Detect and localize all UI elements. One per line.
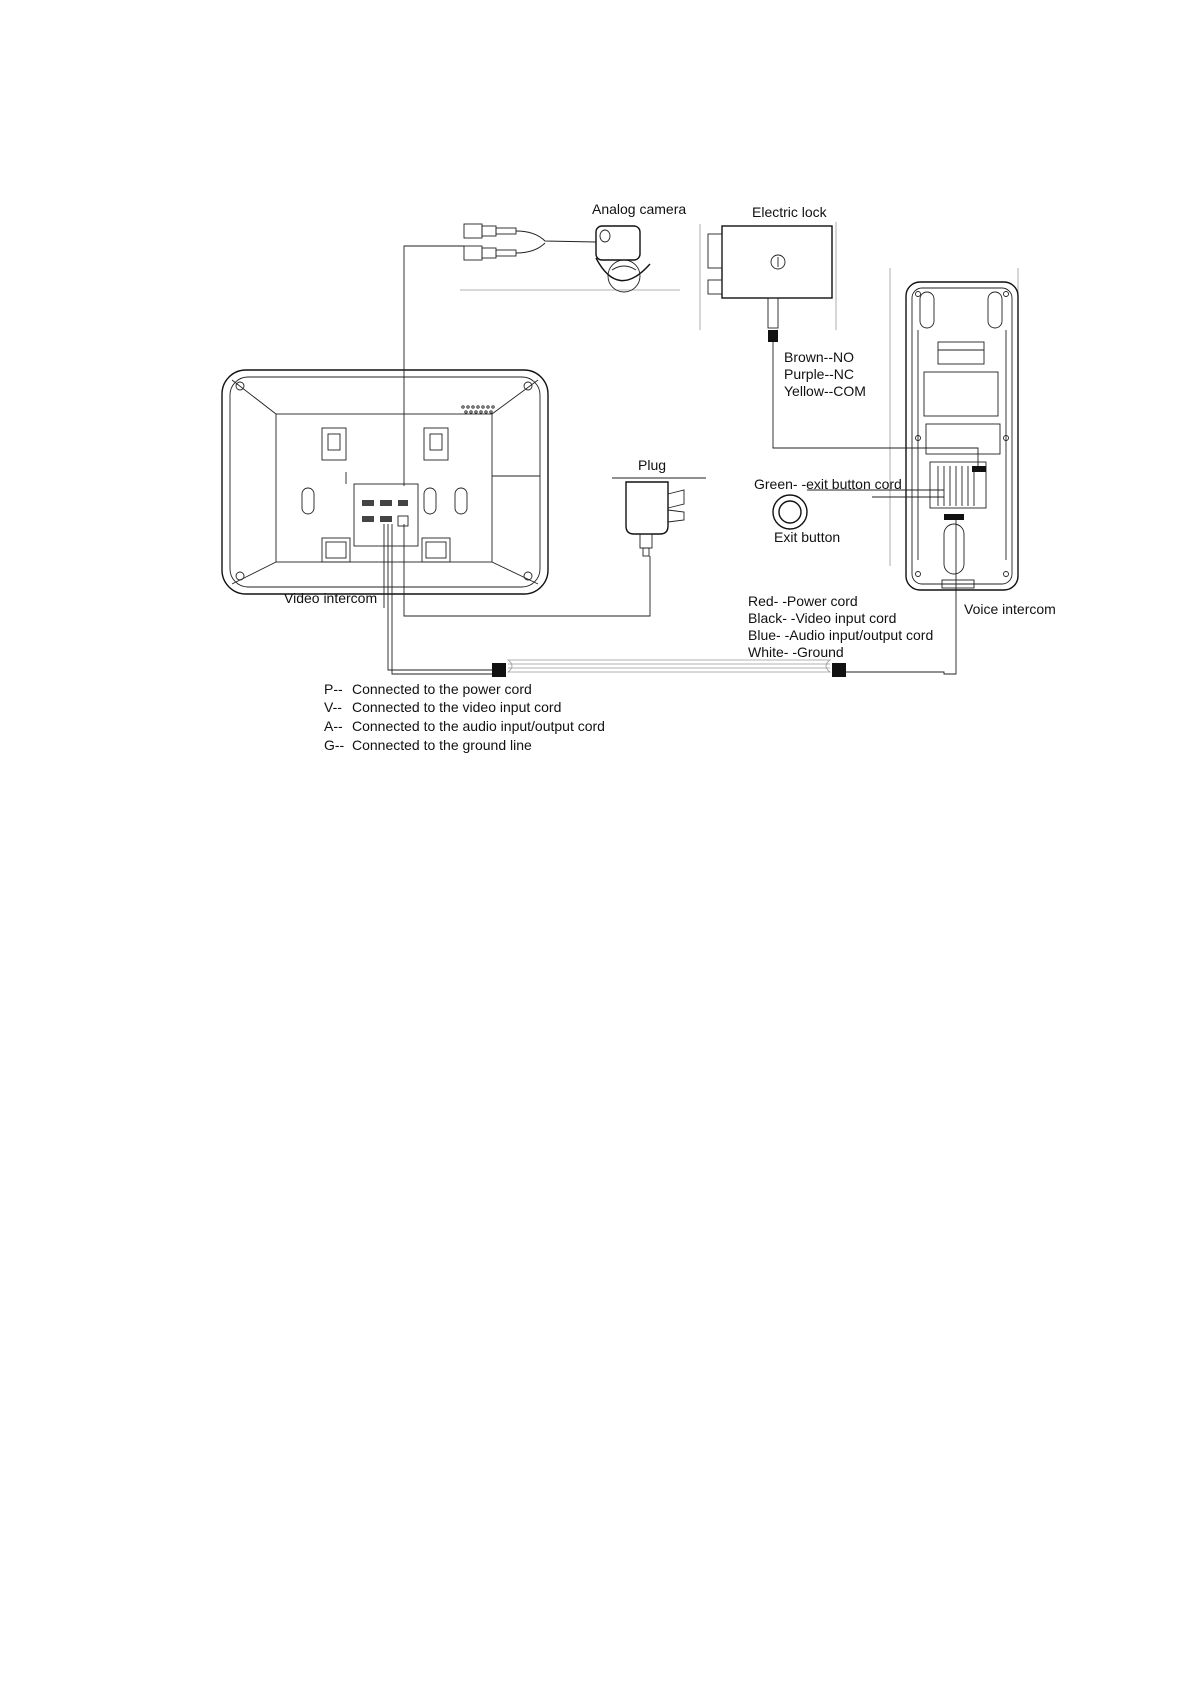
lock-wire-brown: Brown--NO <box>784 349 854 365</box>
voice-intercom-label: Voice intercom <box>964 601 1056 617</box>
lock-wire-purple: Purple--NC <box>784 366 854 382</box>
video-intercom-label: Video intercom <box>284 590 377 606</box>
legend-key-a: A-- <box>324 718 343 734</box>
exit-button <box>772 494 808 530</box>
legend-text-a: Connected to the audio input/output cord <box>352 718 605 734</box>
legend-text-p: Connected to the power cord <box>352 681 532 697</box>
analog-camera <box>460 223 680 293</box>
legend-key-p: P-- <box>324 681 343 697</box>
exit-button-label: Exit button <box>774 529 840 545</box>
power-plug <box>612 477 706 557</box>
legend-text-g: Connected to the ground line <box>352 737 532 753</box>
legend-text-v: Connected to the video input cord <box>352 699 561 715</box>
wiring <box>383 245 979 677</box>
intercom-wire-blue: Blue- -Audio input/output cord <box>748 627 933 643</box>
intercom-wire-black: Black- -Video input cord <box>748 610 896 626</box>
video-intercom-monitor <box>221 369 549 595</box>
intercom-wire-white: White- -Ground <box>748 644 844 660</box>
electric-lock-label: Electric lock <box>752 204 828 220</box>
voice-intercom-outdoor-unit <box>889 268 1019 591</box>
legend-key-g: G-- <box>324 737 345 753</box>
exit-button-cord-label: Green- -exit button cord <box>754 476 902 492</box>
lock-wire-yellow: Yellow--COM <box>784 383 866 399</box>
terminal-legend: P-- Connected to the power cord V-- Conn… <box>324 681 605 753</box>
plug-label: Plug <box>638 457 666 473</box>
intercom-wire-red: Red- -Power cord <box>748 593 858 609</box>
electric-lock <box>699 222 837 342</box>
legend-key-v: V-- <box>324 699 342 715</box>
analog-camera-label: Analog camera <box>592 201 686 217</box>
